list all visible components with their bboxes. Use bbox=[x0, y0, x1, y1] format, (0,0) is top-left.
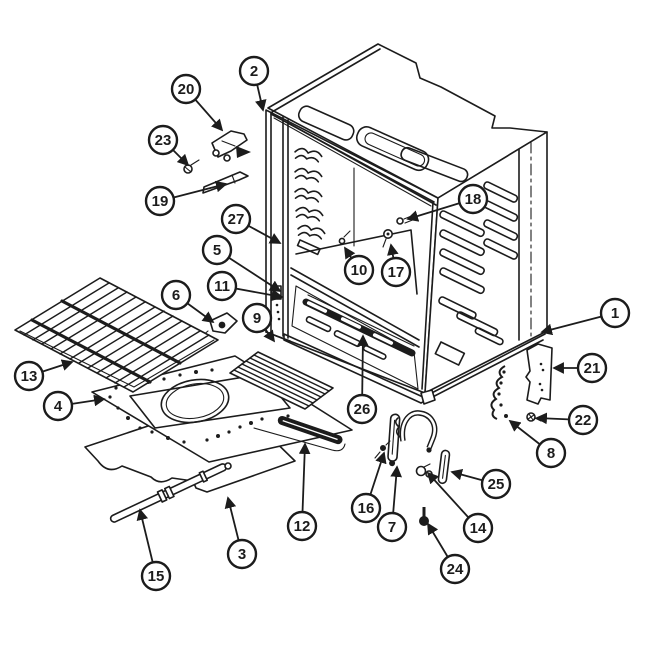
callout-26: 26 bbox=[346, 393, 378, 425]
callout-1: 1 bbox=[599, 297, 631, 329]
main-top-panel bbox=[91, 351, 353, 463]
gas-pipe-arch bbox=[394, 410, 438, 453]
screw-22-part bbox=[526, 412, 542, 422]
callout-number: 20 bbox=[178, 81, 195, 98]
callout-number: 4 bbox=[54, 398, 63, 415]
callout-3: 3 bbox=[226, 538, 258, 570]
callout-number: 11 bbox=[214, 278, 230, 295]
gas-tube-7-part bbox=[387, 413, 401, 467]
callout-25: 25 bbox=[480, 468, 512, 500]
callout-number: 14 bbox=[470, 520, 487, 537]
callout-number: 12 bbox=[294, 518, 311, 535]
hinge-bracket-20-part bbox=[211, 130, 251, 162]
cabinet-base bbox=[283, 333, 546, 405]
callout-5: 5 bbox=[201, 234, 233, 266]
callout-number: 3 bbox=[238, 546, 246, 563]
callout-number: 18 bbox=[465, 191, 482, 208]
callout-11: 11 bbox=[206, 270, 238, 302]
callout-6: 6 bbox=[160, 279, 192, 311]
mounting-bracket-21-part bbox=[525, 343, 553, 405]
callout-18: 18 bbox=[457, 183, 489, 215]
callout-2: 2 bbox=[238, 55, 270, 87]
spring-bracket-8-part bbox=[490, 365, 508, 420]
callout-number: 23 bbox=[155, 132, 172, 149]
callout-number: 2 bbox=[250, 63, 258, 80]
callout-number: 26 bbox=[354, 401, 371, 418]
callout-number: 1 bbox=[611, 305, 619, 322]
callout-number: 8 bbox=[547, 445, 555, 462]
callout-number: 10 bbox=[351, 262, 368, 279]
callout-number: 16 bbox=[358, 500, 375, 517]
clip-6-part bbox=[201, 312, 238, 337]
callout-number: 25 bbox=[488, 476, 505, 493]
callout-4: 4 bbox=[42, 390, 74, 422]
cavity-louvers bbox=[294, 147, 326, 240]
callout-number: 6 bbox=[172, 287, 180, 304]
callout-10: 10 bbox=[343, 254, 375, 286]
leveling-foot bbox=[420, 389, 436, 405]
callout-13: 13 bbox=[13, 360, 45, 392]
callout-number: 13 bbox=[21, 368, 38, 385]
broil-rail bbox=[302, 294, 416, 357]
callout-number: 19 bbox=[152, 193, 169, 210]
callout-balloons: 1 2 3 4 5 6 7 8 9 10 11 12 13 14 15 16 1… bbox=[13, 55, 631, 592]
callout-number: 24 bbox=[447, 561, 464, 578]
bracket-25-part bbox=[437, 449, 451, 485]
callout-15: 15 bbox=[140, 560, 172, 592]
callout-24: 24 bbox=[439, 553, 471, 585]
right-burner-grate bbox=[229, 351, 334, 410]
screw-23-part bbox=[183, 159, 200, 174]
callout-number: 21 bbox=[584, 360, 601, 377]
callout-number: 7 bbox=[388, 519, 396, 536]
vent-holes bbox=[108, 368, 290, 444]
oven-cabinet bbox=[265, 43, 548, 405]
callout-19: 19 bbox=[144, 185, 176, 217]
main-top-grate-13 bbox=[14, 277, 219, 393]
gas-tube-15-part bbox=[109, 462, 232, 523]
callout-9: 9 bbox=[241, 302, 273, 334]
callout-22: 22 bbox=[567, 404, 599, 436]
grommet-17-part bbox=[382, 229, 393, 248]
broil-panel bbox=[290, 267, 420, 390]
burner-opening bbox=[129, 373, 291, 429]
callout-number: 15 bbox=[148, 568, 165, 585]
callout-number: 17 bbox=[388, 264, 405, 281]
callout-16: 16 bbox=[350, 492, 382, 524]
burner-ring-outer bbox=[160, 378, 230, 424]
callout-21: 21 bbox=[576, 352, 608, 384]
callout-17: 17 bbox=[380, 256, 412, 288]
callout-number: 27 bbox=[228, 211, 245, 228]
callout-20: 20 bbox=[170, 73, 202, 105]
callout-23: 23 bbox=[147, 124, 179, 156]
trim-strip-12 bbox=[253, 415, 346, 452]
callout-number: 5 bbox=[213, 242, 221, 259]
bolt-24-part bbox=[419, 507, 429, 526]
burner-ring-inner bbox=[165, 382, 225, 420]
pin-19-part bbox=[202, 171, 249, 194]
callout-12: 12 bbox=[286, 510, 318, 542]
screw-10-part bbox=[338, 230, 351, 245]
callout-27: 27 bbox=[220, 203, 252, 235]
callout-7: 7 bbox=[376, 511, 408, 543]
callout-14: 14 bbox=[462, 512, 494, 544]
callout-number: 9 bbox=[253, 310, 261, 327]
callout-8: 8 bbox=[535, 437, 567, 469]
callout-number: 22 bbox=[575, 412, 592, 429]
oven-cavity bbox=[289, 123, 437, 295]
